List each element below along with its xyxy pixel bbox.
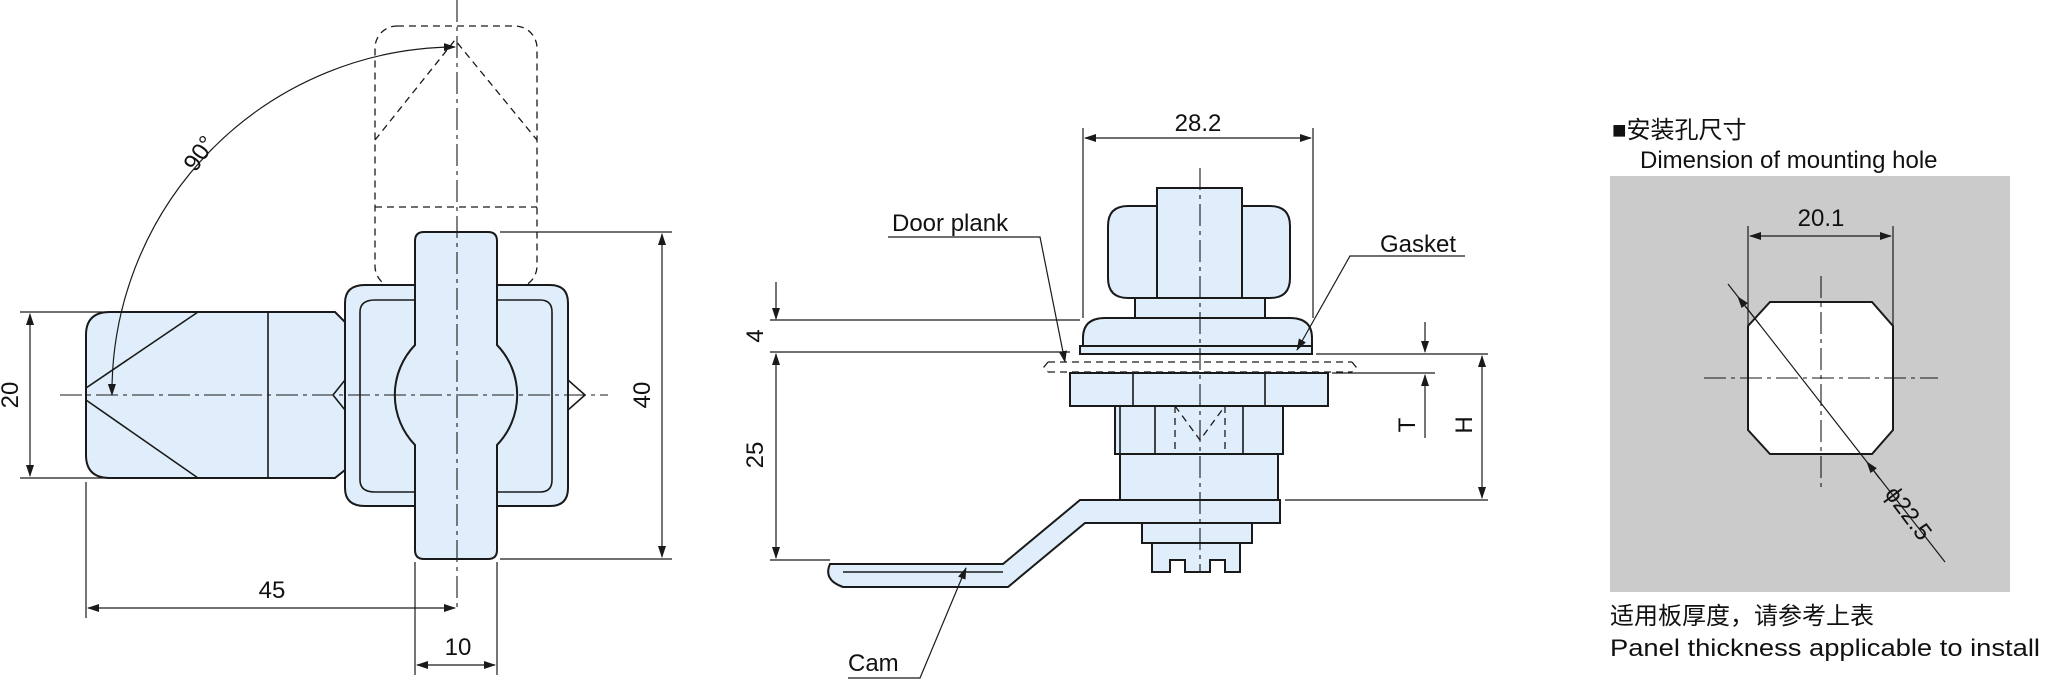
dim-4: 4 — [742, 329, 769, 342]
nut — [1069, 372, 1329, 407]
label-gasket: Gasket — [1380, 231, 1456, 258]
label-door-plank: Door plank — [892, 210, 1009, 237]
dim-40: 40 — [629, 382, 656, 409]
dim-45: 45 — [259, 577, 286, 604]
dim-28-2: 28.2 — [1175, 110, 1222, 137]
dim-h: H — [1451, 416, 1478, 433]
knob — [1107, 187, 1291, 321]
side-view: 28.2 4 25 T H Door plank Gasket Cam — [742, 110, 1488, 679]
note-cn: 适用板厚度，请参考上表 — [1610, 603, 1874, 630]
shaft-body — [1114, 405, 1284, 501]
dim-20-1: 20.1 — [1798, 205, 1845, 232]
dim-25: 25 — [742, 442, 769, 469]
label-cam: Cam — [848, 650, 899, 677]
flange — [1079, 317, 1313, 355]
dim-20: 20 — [0, 382, 24, 409]
mounting-title-en: Dimension of mounting hole — [1640, 147, 1938, 174]
front-view: 90° 20 40 45 10 — [0, 0, 672, 675]
note-en: Panel thickness applicable to install — [1610, 635, 2040, 662]
cam — [827, 499, 1281, 588]
dim-angle-90: 90° — [178, 131, 221, 176]
mounting-title-cn: ■安装孔尺寸 — [1612, 117, 1747, 144]
dim-t: T — [1394, 417, 1421, 432]
dim-10: 10 — [445, 634, 472, 661]
mounting-hole-section: ■安装孔尺寸 Dimension of mounting hole 20.1 ϕ… — [1610, 117, 2040, 662]
